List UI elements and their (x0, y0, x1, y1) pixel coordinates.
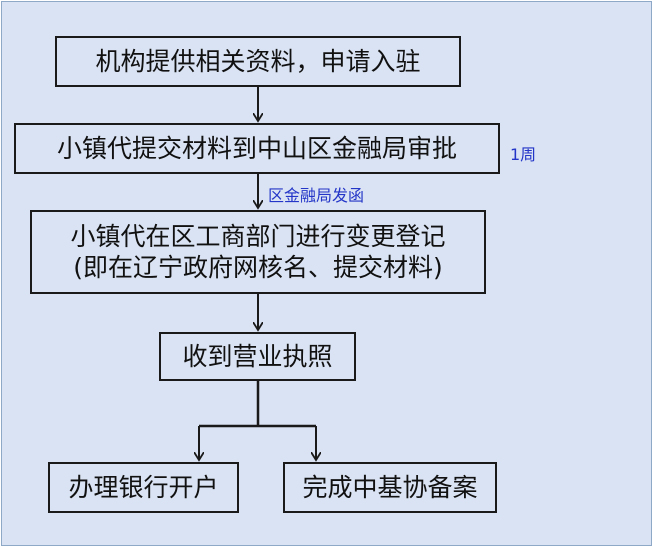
step4-label: 收到营业执照 (182, 341, 333, 371)
step3-label-line2: (即在辽宁政府网核名、提交材料) (73, 253, 443, 282)
step2-box: 小镇代提交材料到中山区金融局审批 (14, 123, 500, 174)
step3-box: 小镇代在区工商部门进行变更登记 (即在辽宁政府网核名、提交材料) (30, 210, 486, 294)
step5b-box: 完成中基协备案 (283, 462, 497, 513)
step2-label: 小镇代提交材料到中山区金融局审批 (56, 133, 457, 163)
step4-box: 收到营业执照 (159, 332, 356, 381)
step5a-label: 办理银行开户 (68, 472, 219, 502)
step1-label: 机构提供相关资料，申请入驻 (95, 46, 421, 76)
step5b-label: 完成中基协备案 (302, 472, 478, 502)
step2-duration-note: 1周 (510, 145, 537, 164)
step3-label-line1: 小镇代在区工商部门进行变更登记 (70, 221, 446, 251)
step5a-box: 办理银行开户 (48, 462, 239, 513)
step2-to-step3-label: 区金融局发函 (268, 186, 365, 205)
step1-box: 机构提供相关资料，申请入驻 (55, 36, 461, 87)
